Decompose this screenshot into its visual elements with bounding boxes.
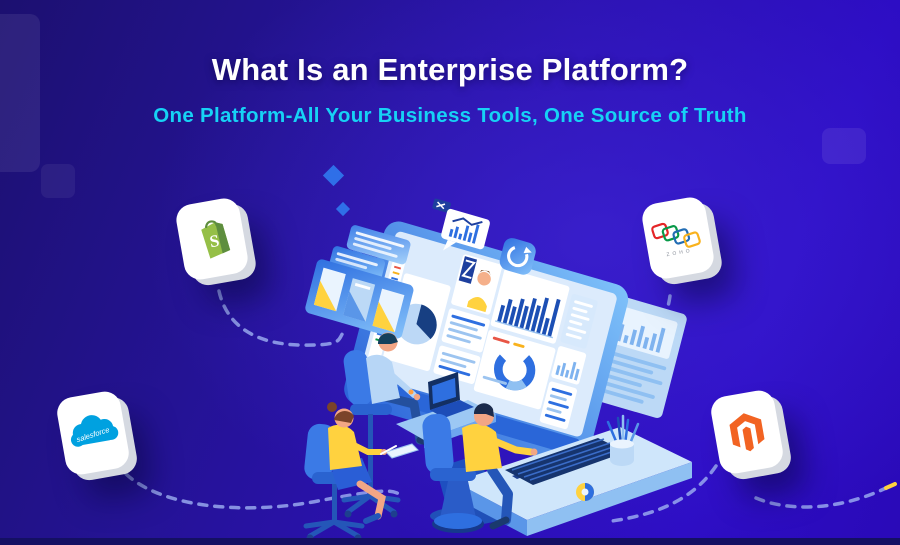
salesforce-cloud-icon: salesforce bbox=[70, 415, 119, 447]
app-card-magento bbox=[708, 388, 786, 476]
connector-magento bbox=[610, 464, 718, 523]
chart-popup-bubble bbox=[432, 198, 490, 251]
pen-cup bbox=[606, 414, 640, 466]
app-card-shopify: S bbox=[173, 196, 251, 282]
diamond-decor-small bbox=[335, 201, 351, 217]
person-man-yellow-shirt bbox=[462, 403, 538, 530]
tablet bbox=[385, 443, 419, 459]
document-card bbox=[313, 267, 346, 312]
list-card-bottom-mid bbox=[433, 345, 481, 384]
mini-bars-card bbox=[551, 346, 587, 385]
woman-hair bbox=[334, 411, 354, 423]
stylus-pen bbox=[380, 445, 397, 455]
person-man-blue-shirt bbox=[366, 332, 434, 447]
office-chair-center bbox=[422, 413, 484, 533]
documents-panel bbox=[305, 259, 414, 339]
donut-disc bbox=[576, 483, 594, 501]
zoho-boxes-icon: ZOHO bbox=[651, 222, 701, 259]
document-card bbox=[372, 288, 405, 333]
page-title: What Is an Enterprise Platform? bbox=[211, 52, 689, 87]
list-card-bottom-right bbox=[539, 381, 578, 430]
left-decor-square bbox=[41, 164, 75, 198]
sync-icon-card bbox=[499, 238, 536, 275]
right-decor-square bbox=[822, 128, 866, 164]
connector-salesforce bbox=[124, 472, 402, 510]
connector-right-edge bbox=[754, 486, 888, 509]
bar-chart-card bbox=[490, 268, 570, 344]
app-card-zoho: ZOHO bbox=[639, 195, 717, 281]
person-video-card bbox=[451, 254, 502, 315]
connector-shopify bbox=[217, 289, 347, 347]
document-card bbox=[343, 278, 376, 322]
laptop bbox=[428, 372, 474, 418]
connector-yellow-tip bbox=[884, 482, 897, 490]
donut-chart-card bbox=[473, 329, 556, 410]
left-edge-decor-rect bbox=[0, 14, 40, 172]
svg-text:S: S bbox=[208, 231, 221, 251]
desk bbox=[455, 414, 692, 536]
floating-panel-right bbox=[582, 293, 687, 418]
sync-arrow-icon bbox=[507, 245, 529, 268]
shopify-bag-icon: S bbox=[201, 220, 231, 259]
man1-hair bbox=[377, 333, 398, 344]
man2-hair bbox=[473, 403, 494, 417]
page-subtitle: One Platform-All Your Business Tools, On… bbox=[153, 104, 747, 127]
text-lines-card-top-right bbox=[560, 294, 598, 349]
footer-bar bbox=[0, 538, 900, 545]
app-card-salesforce: salesforce bbox=[54, 389, 132, 477]
person-woman-yellow-top bbox=[327, 402, 419, 524]
diamond-decor-large bbox=[322, 164, 345, 187]
keyboard bbox=[505, 438, 626, 485]
magento-icon bbox=[729, 413, 765, 452]
svg-text:ZOHO: ZOHO bbox=[666, 248, 693, 259]
list-card-mid bbox=[441, 308, 490, 353]
